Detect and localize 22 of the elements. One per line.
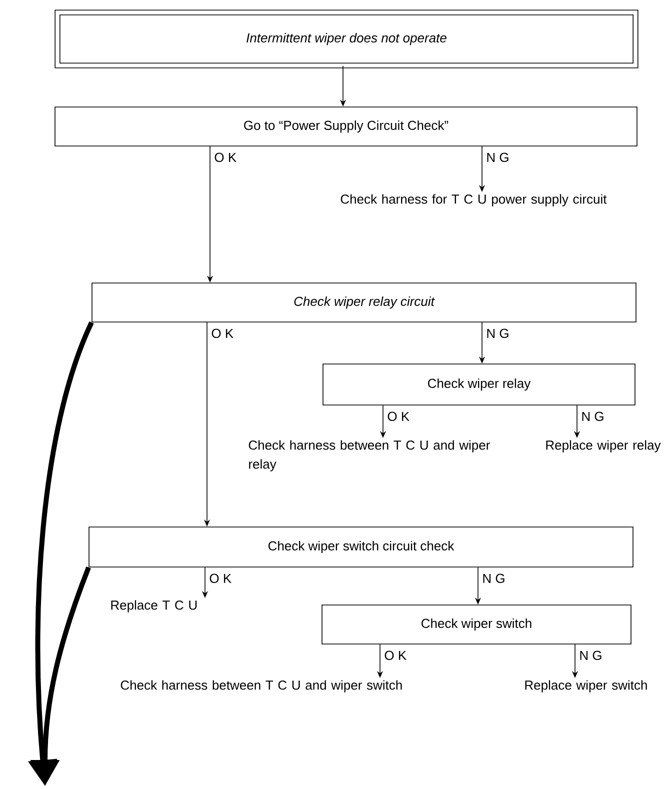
edge-label: N G bbox=[582, 412, 604, 421]
result-text: Check harness between T C U and wiper switch bbox=[120, 680, 402, 692]
edge-label: O K bbox=[212, 328, 234, 338]
result-text: Check harness for T C U power supply circuit bbox=[340, 194, 607, 206]
process-box: Go to “Power Supply Circuit Check” bbox=[54, 106, 638, 146]
result-text: Replace T C U bbox=[111, 600, 197, 612]
edge-label: O K bbox=[214, 152, 236, 162]
edge-label: O K bbox=[384, 650, 406, 660]
result-text: Replace wiper switch bbox=[525, 680, 647, 692]
process-box: Check wiper relay circuit bbox=[92, 282, 636, 322]
edge-label: N G bbox=[580, 650, 602, 660]
edge-label: N G bbox=[483, 574, 504, 583]
edge-label: N G bbox=[487, 328, 508, 338]
edge-label: O K bbox=[388, 412, 410, 421]
title-box: Intermittent wiper does not operate bbox=[54, 10, 638, 68]
edge-label: O K bbox=[210, 574, 232, 583]
process-box: Check wiper switch bbox=[322, 604, 632, 644]
process-box: Check wiper relay bbox=[322, 364, 636, 406]
process-box: Check wiper switch circuit check bbox=[88, 526, 634, 568]
edge-label: N G bbox=[487, 152, 508, 162]
result-text: Replace wiper relay bbox=[546, 440, 661, 452]
result-text: Check harness between T C U and wiper relay bbox=[248, 440, 490, 472]
